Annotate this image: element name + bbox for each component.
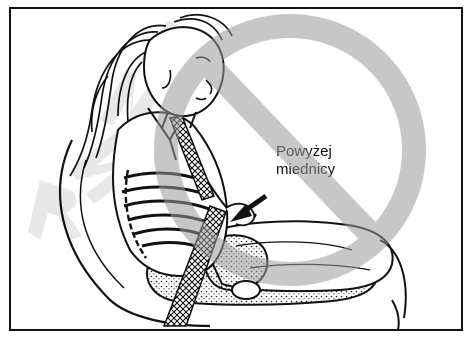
hip-joint <box>232 281 260 299</box>
